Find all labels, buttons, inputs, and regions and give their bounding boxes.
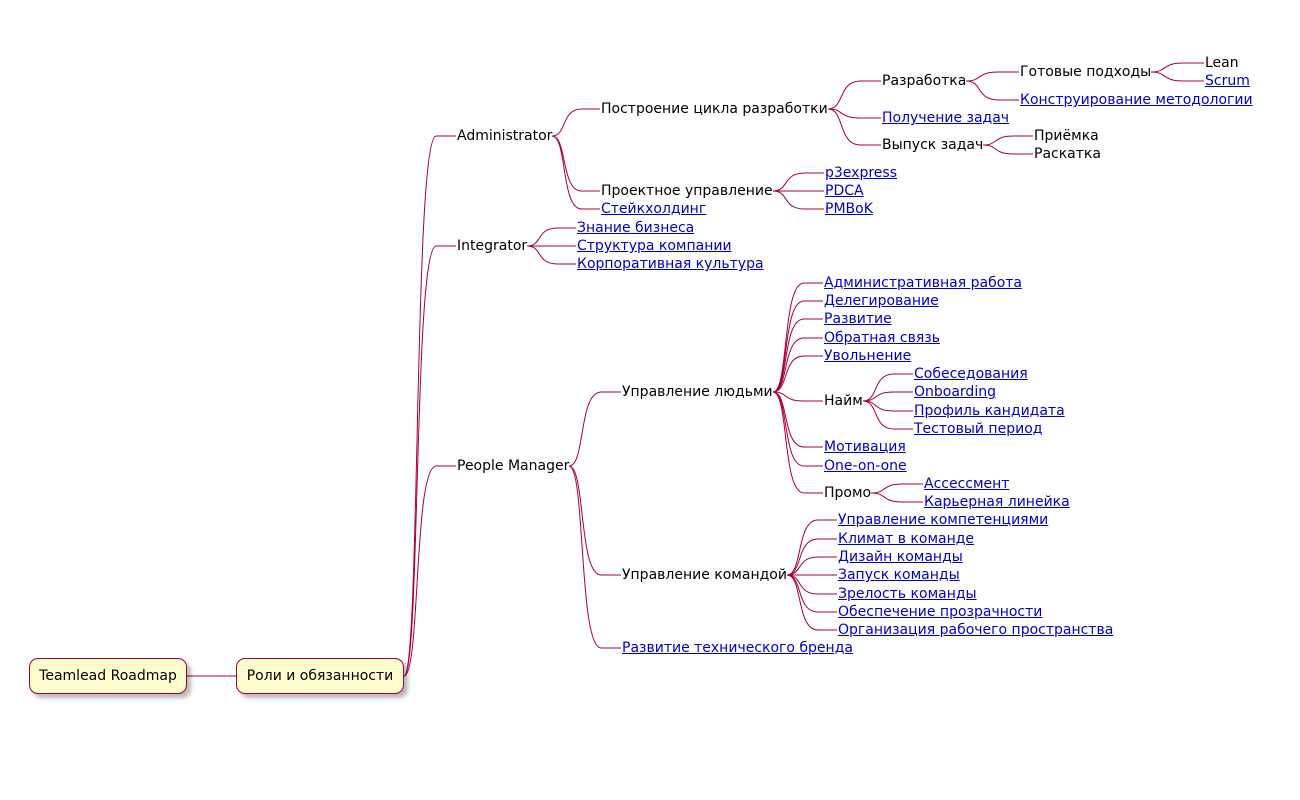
mindmap-edge <box>1150 62 1204 73</box>
mindmap-edge <box>786 538 837 576</box>
mindmap-link-p3express[interactable]: p3express <box>825 165 897 181</box>
mindmap-edge <box>772 282 823 393</box>
mindmap-edge <box>772 318 823 393</box>
mindmap-edge <box>827 108 881 119</box>
mindmap-link-onboarding[interactable]: Onboarding <box>914 384 996 400</box>
mindmap-edge <box>551 108 600 137</box>
mindmap-node-выпуск-задач: Выпуск задач <box>882 137 984 153</box>
mindmap-edge <box>403 245 456 677</box>
mindmap-link-структура-компании[interactable]: Структура компании <box>577 238 732 254</box>
mindmap-edge <box>526 227 576 247</box>
mindmap-link-развитие-технического-бренда[interactable]: Развитие технического бренда <box>622 640 853 656</box>
mindmap-edge <box>786 574 837 631</box>
mindmap-node-lean: Lean <box>1205 55 1239 71</box>
mindmap-link-карьерная-линейка[interactable]: Карьерная линейка <box>924 494 1070 510</box>
mindmap-link-конструирование-методологии[interactable]: Конструирование методологии <box>1020 92 1253 108</box>
mindmap-link-scrum[interactable]: Scrum <box>1205 73 1250 89</box>
mindmap-link-one-on-one[interactable]: One-on-one <box>824 458 907 474</box>
mindmap-link-дизайн-команды[interactable]: Дизайн команды <box>838 549 963 565</box>
mindmap-node-управление-людьми: Управление людьми <box>622 384 773 400</box>
mindmap-edge <box>786 574 837 595</box>
mindmap-edge <box>403 465 456 677</box>
mindmap-link-мотивация[interactable]: Мотивация <box>824 439 906 455</box>
mindmap-edge <box>965 71 1019 82</box>
mindmap-link-корпоративная-культура[interactable]: Корпоративная культура <box>577 256 764 272</box>
mindmap-edge <box>965 80 1019 101</box>
mindmap-link-получение-задач[interactable]: Получение задач <box>882 110 1010 126</box>
mindmap-edge <box>403 135 456 677</box>
mindmap-edge <box>870 492 923 503</box>
mindmap-node-integrator: Integrator <box>457 238 528 254</box>
mindmap-node-готовые-подходы: Готовые подходы <box>1020 64 1152 80</box>
mindmap-edge <box>862 400 913 412</box>
mindmap-node-administrator: Administrator <box>457 128 553 144</box>
mindmap-link-обратная-связь[interactable]: Обратная связь <box>824 330 940 346</box>
mindmap-edge <box>772 355 823 393</box>
mindmap-edge <box>772 172 824 192</box>
mindmap-link-ассессмент[interactable]: Ассессмент <box>924 476 1010 492</box>
mindmap-link-запуск-команды[interactable]: Запуск команды <box>838 567 960 583</box>
mindmap-node-найм: Найм <box>824 393 863 409</box>
mindmap-link-делегирование[interactable]: Делегирование <box>824 293 939 309</box>
mindmap-link-знание-бизнеса[interactable]: Знание бизнеса <box>577 220 695 236</box>
mindmap-node-разработка: Разработка <box>882 73 967 89</box>
mindmap-edge <box>772 190 824 210</box>
mindmap-link-pdca[interactable]: PDCA <box>825 183 864 199</box>
mindmap-link-климат-в-команде[interactable]: Климат в команде <box>838 531 975 547</box>
mindmap-edge <box>786 519 837 576</box>
mindmap-edge <box>862 400 913 430</box>
mindmap-node-построение-цикла-разработки: Построение цикла разработки <box>601 101 828 117</box>
mindmap-edge <box>786 556 837 576</box>
mindmap-edge <box>772 337 823 393</box>
mindmap-link-развитие[interactable]: Развитие <box>824 311 892 327</box>
mindmap-edge <box>827 80 881 110</box>
mindmap-edge <box>870 483 923 494</box>
mindmap-edge <box>862 391 913 402</box>
mindmap-edge <box>772 391 823 402</box>
mindmap-node-управление-командой: Управление командой <box>622 567 787 583</box>
mindmap-link-собеседования[interactable]: Собеседования <box>914 366 1028 382</box>
mindmap-link-зрелость-команды[interactable]: Зрелость команды <box>838 586 977 602</box>
mindmap-link-административная-работа[interactable]: Административная работа <box>824 275 1022 291</box>
mindmap-node-раскатка: Раскатка <box>1034 146 1101 162</box>
mindmap-edge <box>827 108 881 146</box>
mindmap-link-тестовый-период[interactable]: Тестовый период <box>914 421 1043 437</box>
mindmap-node-промо: Промо <box>824 485 872 501</box>
mindmap-link-стейкхолдинг[interactable]: Стейкхолдинг <box>601 201 707 217</box>
mindmap-link-организация-рабочего-пространства[interactable]: Организация рабочего пространства <box>838 622 1114 638</box>
mindmap-edge <box>551 135 600 210</box>
mindmap-edge <box>982 144 1033 155</box>
mindmap-edge <box>772 300 823 393</box>
mindmap-edge <box>1150 71 1204 82</box>
mindmap-link-управление-компетенциями[interactable]: Управление компетенциями <box>838 512 1049 528</box>
mindmap-link-pmbok[interactable]: PMBoK <box>825 201 873 217</box>
mindmap-node-проектное-управление: Проектное управление <box>601 183 773 199</box>
mindmap-edge <box>772 391 823 494</box>
mindmap-edge <box>568 465 621 576</box>
mindmap-link-обеспечение-прозрачности[interactable]: Обеспечение прозрачности <box>838 604 1043 620</box>
mindmap-edge <box>568 391 621 467</box>
mindmap-edge <box>982 135 1033 146</box>
mindmap-node-people-manager: People Manager <box>457 458 570 474</box>
mindmap-edge <box>568 465 621 649</box>
mindmap-link-увольнение[interactable]: Увольнение <box>824 348 912 364</box>
mindmap-edge <box>862 373 913 402</box>
mindmap-edge <box>526 245 576 265</box>
mindmap-box-node-teamlead-roadmap: Teamlead Roadmap <box>29 658 187 694</box>
mindmap-box-node-роли-и-обязанности: Роли и обязанности <box>236 658 404 694</box>
mindmap-node-приёмка: Приёмка <box>1034 128 1099 144</box>
mindmap-link-профиль-кандидата[interactable]: Профиль кандидата <box>914 403 1065 419</box>
